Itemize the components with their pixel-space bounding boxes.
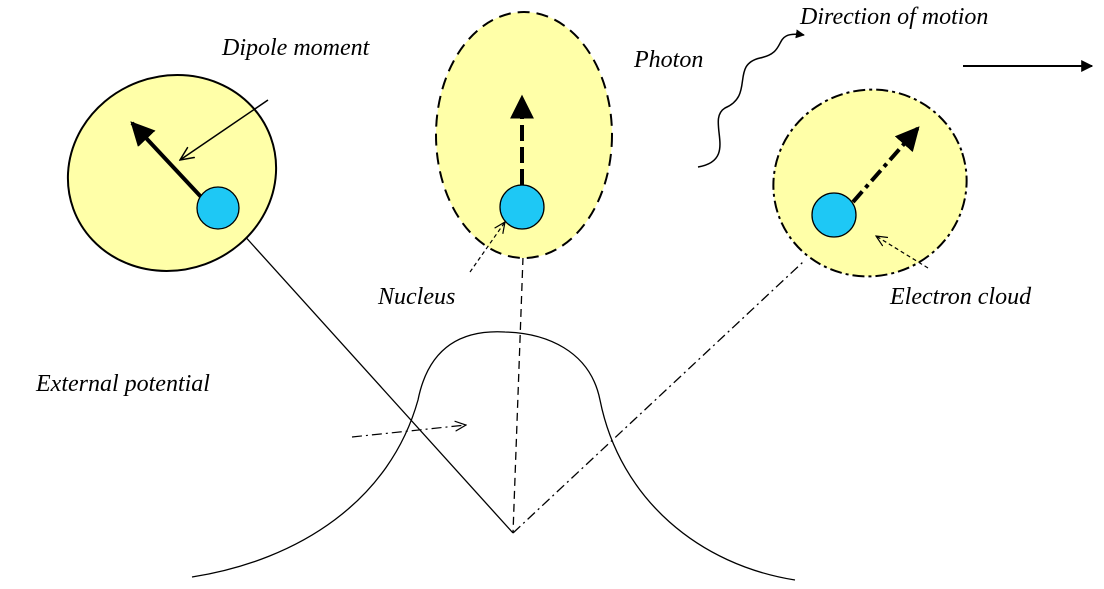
right-connector-line [512, 261, 804, 534]
electron-cloud-pointer [876, 236, 929, 269]
nucleus-middle [499, 184, 545, 230]
external-potential-label: External potential [36, 371, 210, 397]
nucleus-pointer [469, 222, 505, 273]
dipole-arrow-left [130, 121, 205, 201]
electron-cloud-right [772, 88, 968, 278]
photon-label: Photon [634, 47, 704, 73]
middle-connector-line [512, 256, 524, 534]
nucleus-left [196, 186, 240, 230]
dipole-moment-pointer [180, 99, 269, 160]
direction-of-motion-label: Direction of motion [800, 4, 989, 30]
nucleus-label: Nucleus [378, 284, 456, 310]
external-potential-pointer [351, 425, 466, 438]
nucleus-right [811, 192, 857, 238]
electron-cloud-label: Electron cloud [890, 284, 1032, 310]
electron-cloud-left [66, 74, 278, 272]
dipole-moment-label: Dipole moment [222, 35, 370, 61]
external-potential-curve [191, 331, 796, 581]
dipole-arrow-right [851, 126, 920, 204]
left-connector-line [231, 221, 514, 534]
photon-wave [697, 29, 805, 168]
